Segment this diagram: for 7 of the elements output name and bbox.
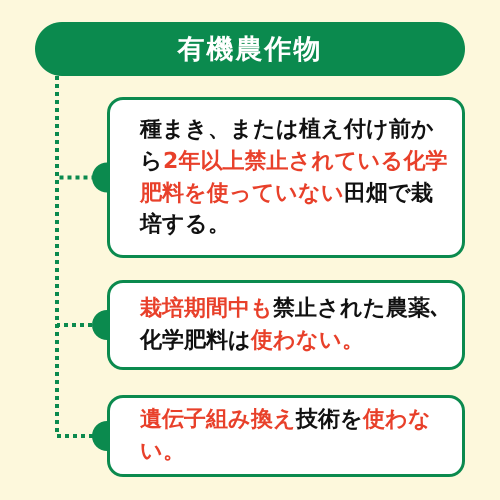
rule-card (107, 395, 465, 477)
rule-text: 栽培期間中も禁止された農薬､化学肥料は使わない。 (140, 295, 442, 355)
rule-card (107, 280, 465, 370)
rule-card (107, 97, 465, 258)
title-banner: 有機農作物 (35, 22, 465, 76)
rule-text: 遺伝子組み換え技術を使わない。 (140, 406, 432, 466)
rule-text: 種まき、または植え付け前から2年以上禁止されている化学肥料を使っていない田畑で栽培する。 (140, 116, 448, 240)
